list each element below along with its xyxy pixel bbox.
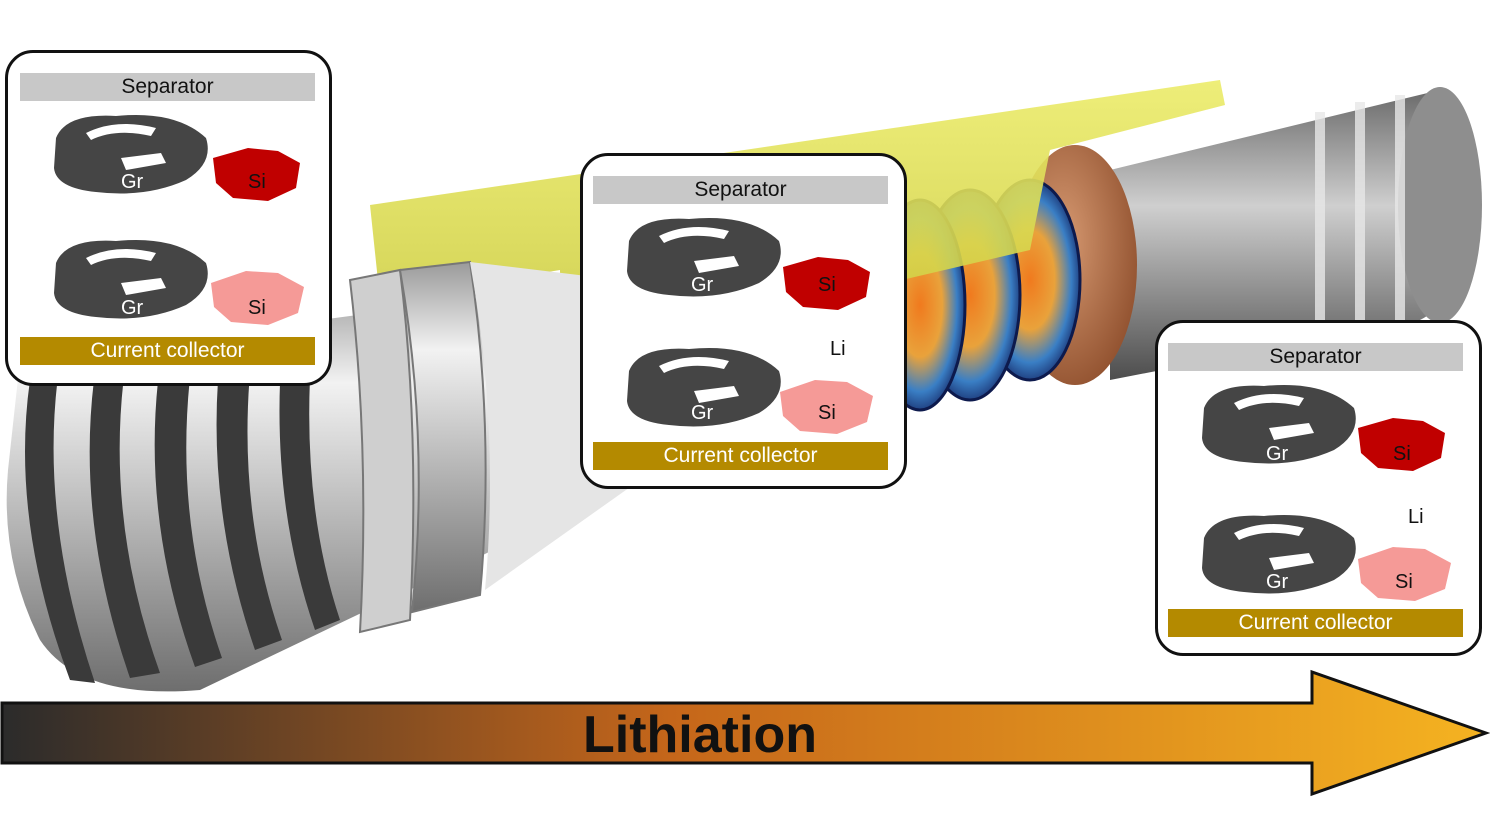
graphite-particle	[1202, 514, 1356, 594]
separator-bar: Separator	[593, 176, 888, 204]
silicon-label: Si	[818, 402, 836, 424]
graphite-particle	[1202, 384, 1356, 464]
graphite-particle	[627, 217, 781, 297]
silicon-label: Si	[1393, 443, 1411, 465]
graphite-label: Gr	[1266, 443, 1289, 465]
graphite-particle	[54, 239, 208, 319]
panel-partial-lithiation: Separator Gr Si Li Gr Si Current collect…	[580, 153, 907, 489]
graphite-label: Gr	[1266, 571, 1289, 593]
silicon-label: Si	[818, 274, 836, 296]
lithiation-arrow	[0, 669, 1490, 797]
current-collector-bar: Current collector	[593, 442, 888, 470]
lithiation-label: Lithiation	[583, 706, 817, 764]
silicon-label: Si	[248, 297, 266, 319]
silicon-particle-delithiated	[783, 257, 870, 310]
separator-bar: Separator	[20, 73, 315, 101]
plunger-right	[1110, 87, 1482, 380]
silicon-label: Si	[1395, 571, 1413, 593]
graphite-particle	[54, 114, 208, 194]
silicon-particle-delithiated	[1358, 418, 1445, 471]
graphite-particle	[627, 347, 781, 427]
graphite-label: Gr	[691, 274, 714, 296]
lithium-label: Li	[830, 338, 846, 360]
separator-bar: Separator	[1168, 343, 1463, 371]
silicon-particle-delithiated	[213, 148, 300, 201]
current-collector-bar: Current collector	[1168, 609, 1463, 637]
graphite-label: Gr	[691, 402, 714, 424]
panel-full-lithiation: Separator Gr Si Li Gr Si Current collect…	[1155, 320, 1482, 656]
current-collector-bar: Current collector	[20, 337, 315, 365]
silicon-particle-lithiated	[211, 271, 304, 325]
graphite-label: Gr	[121, 297, 144, 319]
silicon-particle-lithiated	[1358, 547, 1451, 601]
panel-initial-state: Separator Gr Si Gr Si Current collector	[5, 50, 332, 386]
lithium-label: Li	[1408, 506, 1424, 528]
silicon-label: Si	[248, 171, 266, 193]
plunger-left	[6, 260, 640, 692]
silicon-particle-lithiated	[780, 380, 873, 434]
graphite-label: Gr	[121, 171, 144, 193]
